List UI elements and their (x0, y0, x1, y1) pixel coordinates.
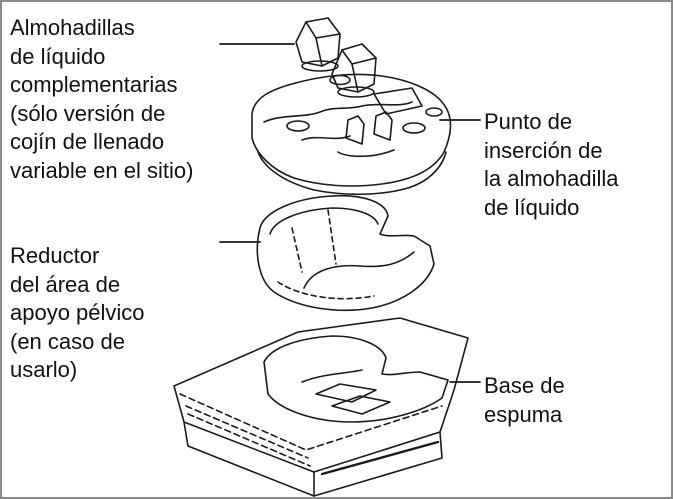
label-insertion-point: Punto de inserción de la almohadilla de … (484, 108, 619, 222)
label-fluid-pads-line-3: complementarias (10, 72, 178, 97)
label-fluid-pads: Almohadillas de líquido complementarias … (10, 14, 193, 185)
label-pelvic-reducer-line-3: apoyo pélvico (10, 300, 145, 325)
label-fluid-pads-line-1: Almohadillas (10, 15, 135, 40)
label-fluid-pads-line-4: (sólo versión de (10, 100, 166, 126)
fluid-pad-layer (251, 73, 452, 196)
pelvic-reducer-shape (256, 194, 435, 312)
label-insertion-point-line-4: de líquido (484, 194, 580, 220)
label-pelvic-reducer: Reductor del área de apoyo pélvico (en c… (10, 242, 145, 385)
label-fluid-pads-line-5: cojín de llenado (10, 129, 165, 154)
label-foam-base: Base de espuma (484, 372, 565, 429)
foam-base-shape (173, 317, 469, 497)
label-insertion-point-line-3: la almohadilla (484, 166, 619, 191)
label-fluid-pads-line-2: de líquido (10, 43, 106, 69)
label-pelvic-reducer-line-2: del área de (10, 271, 121, 297)
label-pelvic-reducer-line-4: (en caso de (10, 328, 125, 354)
label-foam-base-line-2: espuma (484, 401, 563, 427)
label-insertion-point-line-2: inserción de (484, 137, 603, 163)
label-foam-base-line-1: Base de (484, 373, 565, 398)
label-pelvic-reducer-line-5: usarlo) (10, 357, 78, 382)
fluid-pad-cones (295, 17, 377, 98)
leader-lines (219, 43, 481, 383)
label-fluid-pads-line-6: variable en el sitio) (10, 157, 194, 183)
label-pelvic-reducer-line-1: Reductor (10, 243, 100, 268)
label-insertion-point-line-1: Punto de (484, 109, 573, 134)
